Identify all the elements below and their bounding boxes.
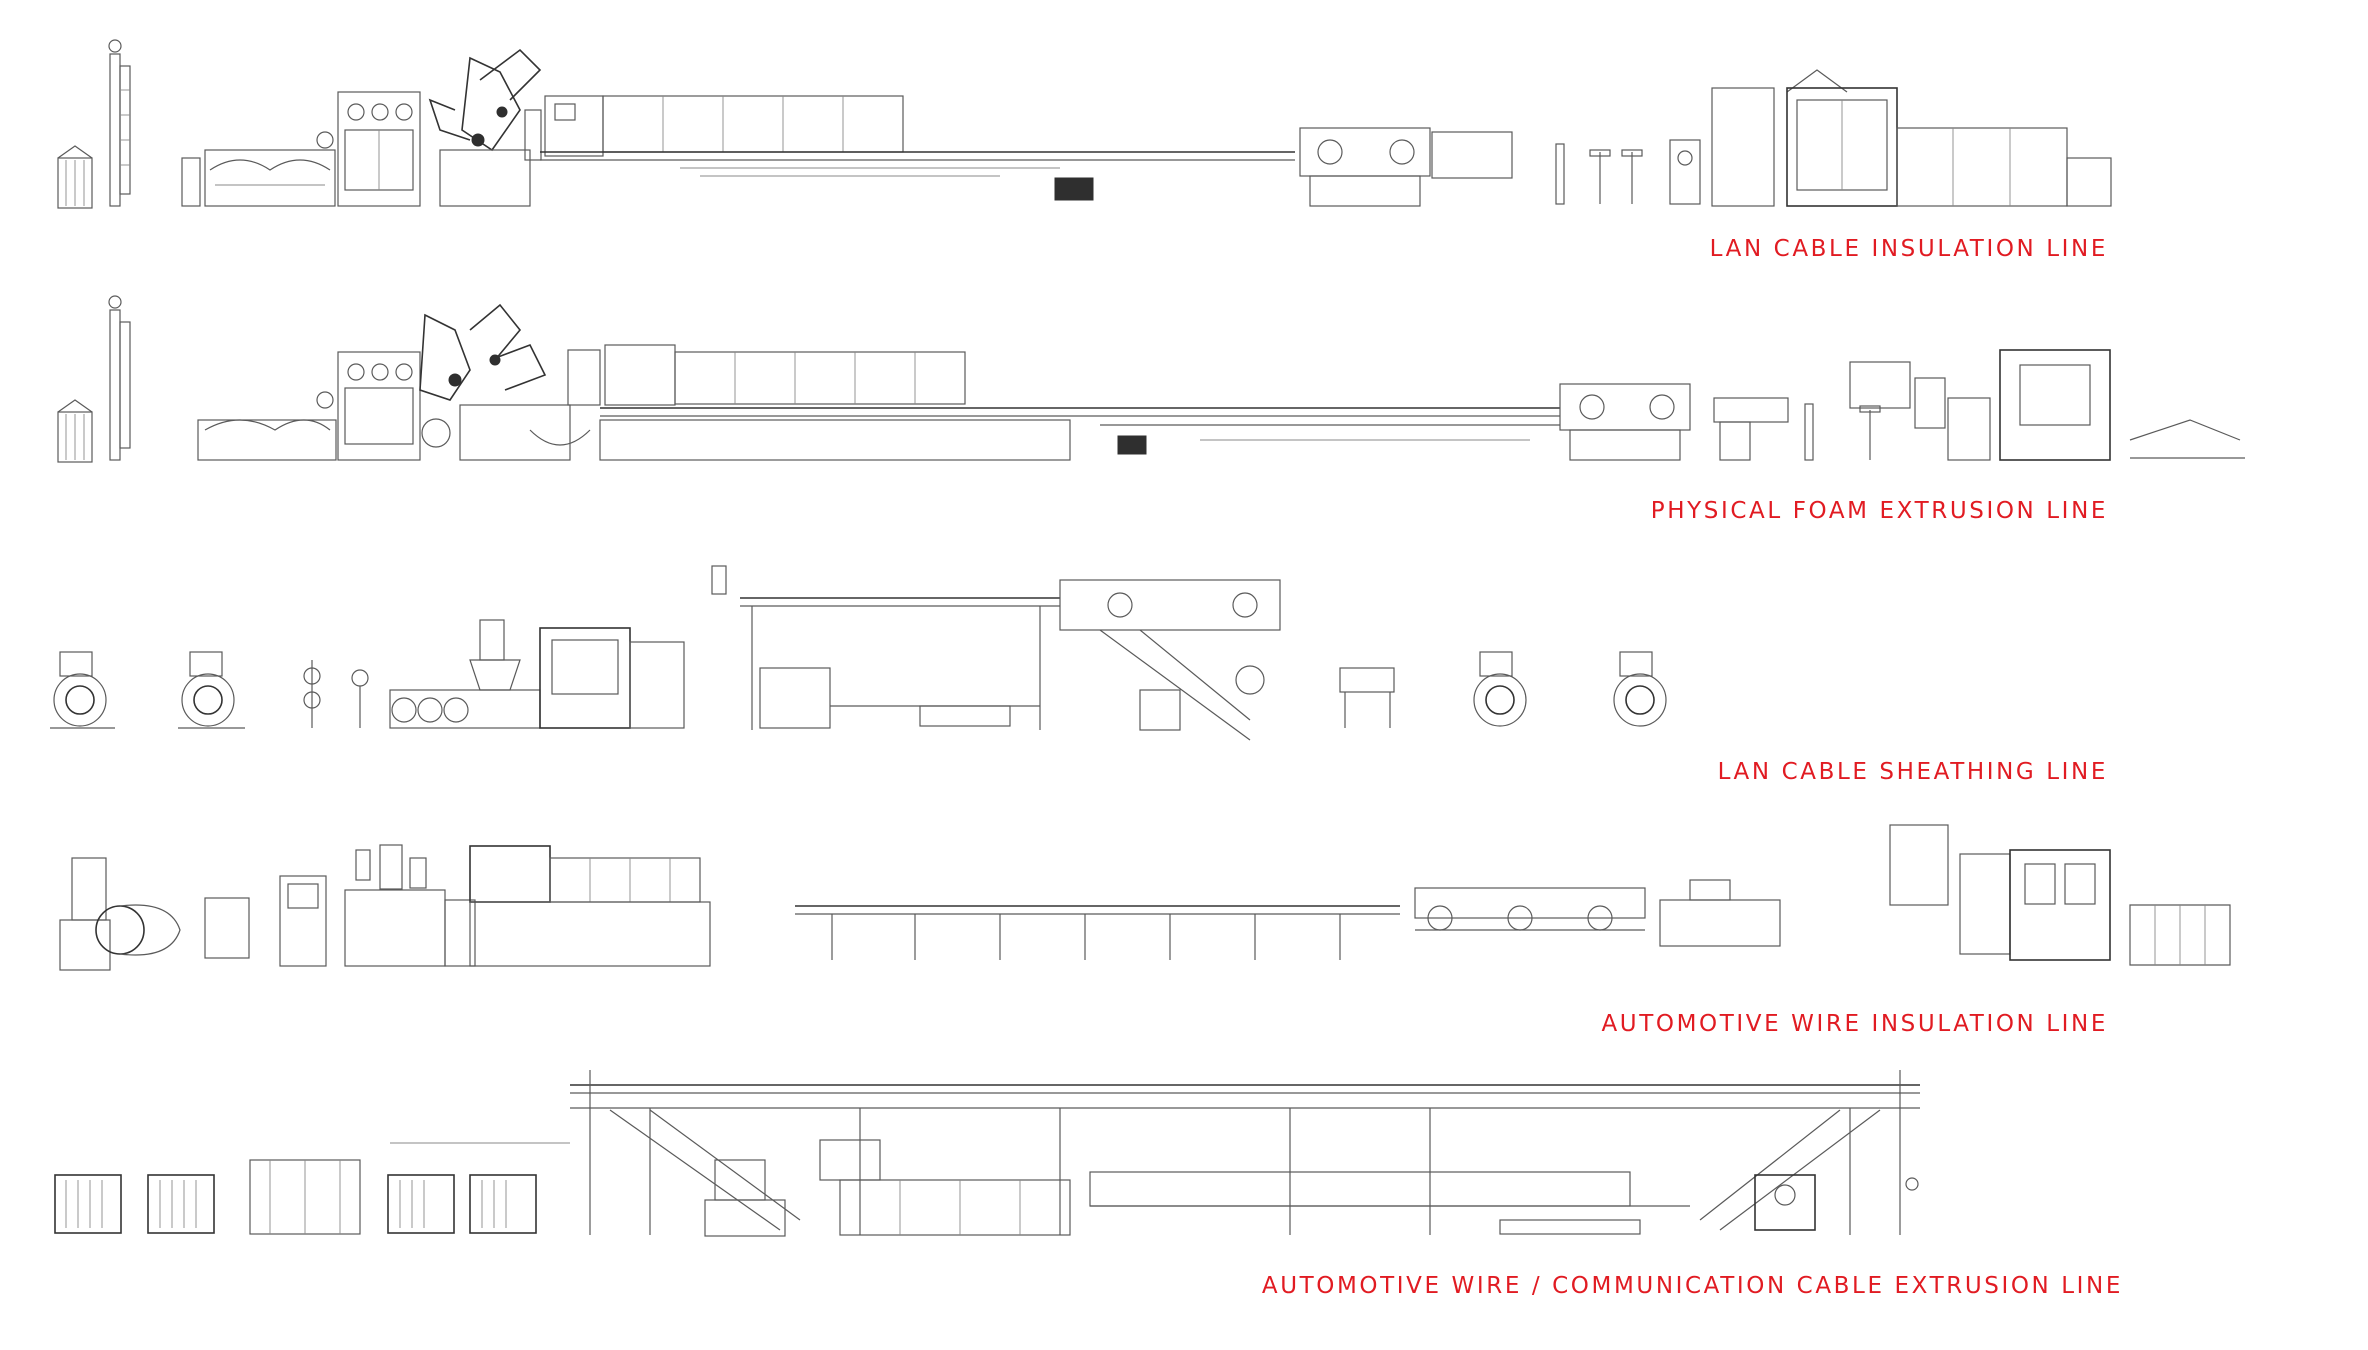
line-label-lan-insulation: LAN CABLE INSULATION LINE bbox=[1709, 236, 2108, 262]
extruder-cluster-icon bbox=[419, 303, 591, 461]
electrical-cabinets-icon bbox=[544, 95, 904, 157]
line-label-automotive-insulation: AUTOMOTIVE WIRE INSULATION LINE bbox=[1601, 1011, 2108, 1037]
physical-foam-line-machinery bbox=[57, 295, 2245, 463]
control-cabinet-icon bbox=[337, 351, 421, 461]
electrical-cabinets-icon bbox=[469, 845, 711, 967]
cooling-trough-icon bbox=[599, 407, 1560, 461]
takeup-unit-icon bbox=[1914, 349, 2245, 461]
capstan-icon bbox=[1299, 127, 1513, 207]
capstan-icon bbox=[1559, 383, 1789, 461]
extruder-icon bbox=[389, 619, 541, 729]
dryer-tower-icon bbox=[108, 39, 131, 207]
material-silo-icon bbox=[57, 145, 93, 209]
cooling-gantry-icon bbox=[711, 565, 1060, 730]
line-label-lan-sheathing: LAN CABLE SHEATHING LINE bbox=[1717, 759, 2108, 785]
payoff-cabinet-icon bbox=[469, 1174, 537, 1234]
stands-icon bbox=[1555, 139, 1701, 205]
payoff-unit-icon bbox=[197, 391, 337, 461]
line-label-automotive-communication: AUTOMOTIVE WIRE / COMMUNICATION CABLE EX… bbox=[1261, 1273, 2123, 1299]
extruder-cabinet-icon bbox=[539, 627, 685, 729]
electrical-cabinets-icon bbox=[567, 344, 966, 406]
line-label-physical-foam: PHYSICAL FOAM EXTRUSION LINE bbox=[1650, 498, 2108, 524]
cooling-trough-icon bbox=[1089, 1171, 1690, 1235]
dryer-tower-icon bbox=[108, 295, 131, 461]
payoff-unit-icon bbox=[181, 131, 336, 207]
takeup-reel-icon bbox=[1473, 651, 1527, 727]
capstan-icon bbox=[1414, 879, 1781, 947]
overhead-gantry-icon bbox=[390, 1070, 1920, 1235]
control-cabinet-icon bbox=[337, 91, 421, 207]
takeup-unit-icon bbox=[1889, 824, 2231, 966]
payoff-reel-icon bbox=[178, 651, 245, 729]
tension-wheels-icon bbox=[303, 660, 369, 728]
extruder-cluster-icon bbox=[428, 48, 542, 207]
pretreatment-unit-icon bbox=[249, 1159, 361, 1235]
payoff-cabinet-icon bbox=[54, 1174, 122, 1234]
takeup-unit-icon bbox=[1711, 69, 2112, 207]
extruder-cluster-icon bbox=[344, 844, 476, 967]
automotive-insulation-line-machinery bbox=[59, 824, 2231, 971]
control-panel-icon bbox=[204, 875, 327, 967]
extruder-icon bbox=[704, 1139, 1071, 1237]
accumulator-icon bbox=[1059, 579, 1281, 741]
capstan-icon bbox=[1754, 1174, 1919, 1231]
payoff-unit-icon bbox=[59, 857, 181, 971]
cooling-trough-icon bbox=[795, 905, 1400, 960]
payoff-cabinet-icon bbox=[147, 1174, 215, 1234]
automotive-communication-line-machinery bbox=[54, 1070, 1920, 1237]
payoff-reel-icon bbox=[50, 651, 115, 729]
lan-sheathing-line-machinery bbox=[50, 565, 1667, 741]
lan-insulation-line-machinery bbox=[57, 39, 2112, 209]
payoff-cabinet-icon bbox=[387, 1174, 455, 1234]
stands-icon bbox=[1804, 361, 1911, 461]
cooling-trough-icon bbox=[540, 151, 1295, 201]
takeup-reel-icon bbox=[1613, 651, 1667, 727]
material-silo-icon bbox=[57, 399, 93, 463]
printer-unit-icon bbox=[1339, 667, 1395, 728]
